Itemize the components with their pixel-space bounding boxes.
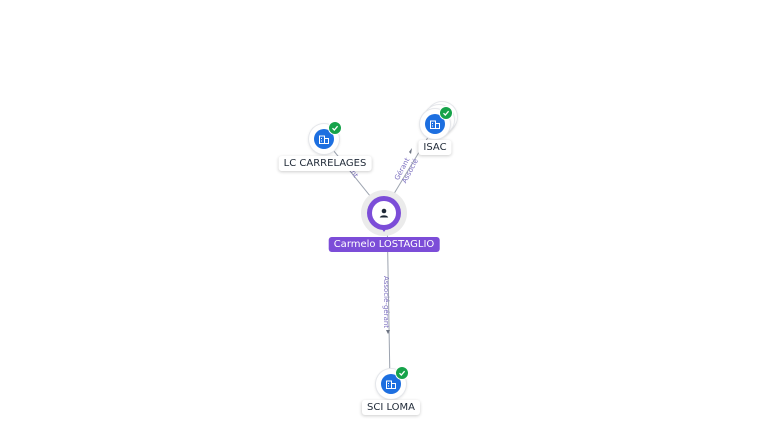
company-label-isac[interactable]: ISAC — [418, 140, 452, 155]
edge-arrow-isac — [409, 148, 412, 154]
company-node-isac[interactable] — [420, 106, 453, 139]
edge-label-sci-loma: Associé-gérant — [382, 276, 390, 328]
company-label-lc-carrelages[interactable]: LC CARRELAGES — [278, 156, 372, 171]
person-node-carmelo-lostaglio[interactable] — [367, 196, 401, 232]
company-node-lc-carrelages[interactable] — [309, 121, 342, 154]
edge-arrow-sci-loma — [386, 330, 390, 334]
verified-check-icon — [328, 121, 342, 135]
building-icon — [381, 374, 401, 394]
pin-tip — [379, 225, 389, 232]
company-node-sci-loma[interactable] — [376, 366, 409, 399]
verified-check-icon — [439, 106, 453, 120]
building-icon — [314, 129, 334, 149]
person-label[interactable]: Carmelo LOSTAGLIO — [328, 237, 440, 252]
person-icon — [372, 201, 396, 225]
verified-check-icon — [395, 366, 409, 380]
company-label-sci-loma[interactable]: SCI LOMA — [361, 400, 421, 415]
building-icon — [425, 114, 445, 134]
